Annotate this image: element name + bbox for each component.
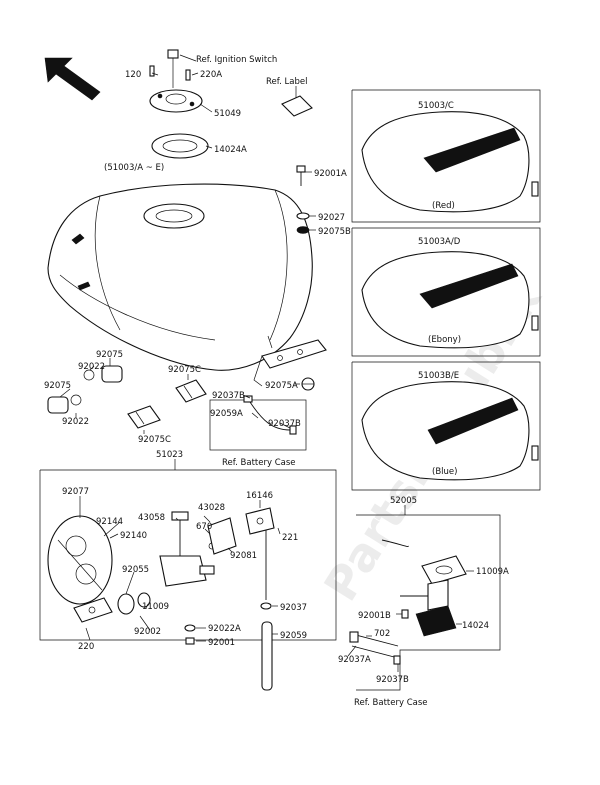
gasket-14024a [151, 133, 209, 159]
label-92140: 92140 [120, 531, 147, 541]
label-blue: (Blue) [432, 467, 457, 477]
label-51023: 51023 [156, 450, 183, 460]
ring-11009a [421, 555, 467, 585]
label-92075c-2: 92075C [138, 435, 171, 445]
label-92037b-3: 92037B [376, 675, 409, 685]
lever-92055 [117, 593, 135, 615]
label-92022-1: 92022 [78, 362, 105, 372]
label-220: 220 [78, 642, 94, 652]
label-92001: 92001 [208, 638, 235, 648]
tank-variant-blue [351, 361, 541, 491]
label-92075a: 92075A [265, 381, 298, 391]
label-51003-ae: (51003/A ~ E) [104, 163, 164, 173]
hose-92059 [260, 530, 273, 691]
label-51003c: 51003/C [418, 101, 454, 111]
label-red: (Red) [432, 201, 455, 211]
label-92022a: 92022A [208, 624, 241, 634]
label-92001b: 92001B [358, 611, 391, 621]
label-92075c-1: 92075C [168, 365, 201, 375]
label-43058: 43058 [138, 513, 165, 523]
label-14024: 14024 [462, 621, 489, 631]
label-92059: 92059 [280, 631, 307, 641]
tank-bracket [253, 339, 327, 387]
fuel-cock-body [159, 511, 216, 587]
fuel-cock-assembly-box [39, 469, 337, 641]
label-51003ad: 51003A/D [418, 237, 461, 247]
pad-14024 [415, 605, 457, 637]
label-92077: 92077 [62, 487, 89, 497]
fuel-cock-plate [73, 597, 113, 623]
label-92022-2: 92022 [62, 417, 89, 427]
fuel-tank-51003 [47, 183, 313, 371]
label-221: 221 [282, 533, 298, 543]
damper-92075-right [83, 365, 123, 383]
label-92037b-1: 92037B [212, 391, 245, 401]
cushion-92075a [301, 377, 315, 391]
label-52005: 52005 [390, 496, 417, 506]
label-92002: 92002 [134, 627, 161, 637]
label-ref-battery-2: Ref. Battery Case [354, 698, 428, 708]
label-92001a: 92001A [314, 169, 347, 179]
fuel-cock-cover-92077 [47, 515, 113, 605]
label-sticker [281, 95, 313, 117]
ignition-plate-51049 [149, 49, 203, 113]
hose-702 [349, 631, 401, 665]
direction-arrow-icon [44, 57, 101, 101]
label-220a: 220A [200, 70, 222, 80]
damper-92075-left [47, 394, 82, 414]
label-92027: 92027 [318, 213, 345, 223]
washer-92027 [296, 212, 310, 220]
label-ebony: (Ebony) [428, 335, 461, 345]
cushion-92075b [296, 226, 310, 234]
oring-11009 [137, 592, 151, 608]
bracket-92075c-upper [175, 379, 207, 403]
label-92037a: 92037A [338, 655, 371, 665]
label-92037b-2: 92037B [268, 419, 301, 429]
label-92059a: 92059A [210, 409, 243, 419]
label-ref-battery-1: Ref. Battery Case [222, 458, 296, 468]
bracket-92081 [207, 517, 237, 555]
label-670: 670 [196, 522, 212, 532]
label-92075-2: 92075 [44, 381, 71, 391]
label-92055: 92055 [122, 565, 149, 575]
label-14024a: 14024A [214, 145, 247, 155]
label-51049: 51049 [214, 109, 241, 119]
label-11009a: 11009A [476, 567, 509, 577]
label-92081: 92081 [230, 551, 257, 561]
label-ref-label: Ref. Label [266, 77, 307, 87]
label-92075b: 92075B [318, 227, 351, 237]
bolt-92001a [296, 165, 306, 186]
label-43028: 43028 [198, 503, 225, 513]
cock-52005 [381, 539, 449, 611]
bolt-92001b [401, 609, 409, 619]
label-120: 120 [125, 70, 141, 80]
label-ref-ignition: Ref. Ignition Switch [196, 55, 277, 65]
tank-variant-red [351, 89, 541, 223]
label-92144: 92144 [96, 517, 123, 527]
filter-16146 [245, 507, 275, 535]
label-92037: 92037 [280, 603, 307, 613]
label-51003be: 51003B/E [418, 371, 459, 381]
battery-hose-box [209, 395, 307, 451]
label-92075-1: 92075 [96, 350, 123, 360]
bolt-92001 [185, 637, 195, 645]
label-11009: 11009 [142, 602, 169, 612]
label-702: 702 [374, 629, 390, 639]
leader-lines [59, 54, 474, 672]
label-16146: 16146 [246, 491, 273, 501]
tank-variant-ebony [351, 227, 541, 357]
part-labels: 120 Ref. Ignition Switch 220A Ref. Label… [44, 55, 509, 708]
bracket-92075c-lower [127, 405, 161, 429]
washer-92022a [184, 624, 196, 632]
battery-case-box [349, 514, 501, 691]
